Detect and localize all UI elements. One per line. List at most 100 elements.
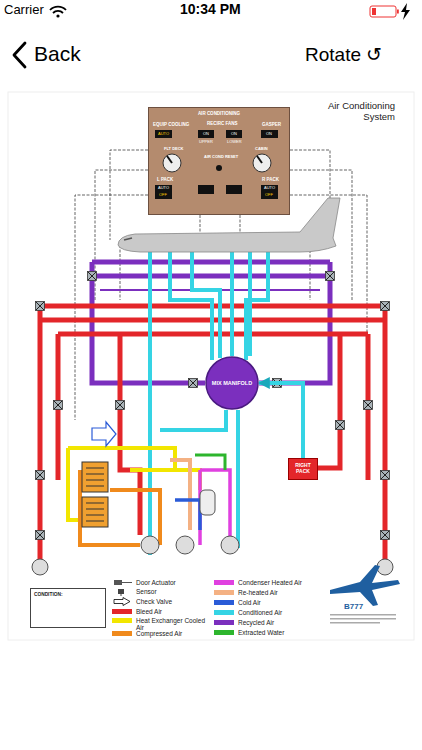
- legend-text: Door Actuator: [136, 579, 210, 586]
- reheated-duct: [170, 460, 190, 530]
- valve-symbol: [381, 302, 390, 311]
- airplane-window: [124, 238, 132, 240]
- fine-print: [330, 614, 396, 616]
- mix-manifold: MIX MANIFOLD: [205, 356, 259, 410]
- text-label: AIR COND RESET: [204, 155, 238, 159]
- legend-text: Compressed Air: [136, 630, 210, 637]
- legend-text: Bleed Air: [136, 608, 210, 615]
- valve-symbol: [326, 272, 335, 281]
- back-chevron: [14, 43, 25, 67]
- conditioned-air-duct: [160, 410, 226, 430]
- pack-box: RIGHT PACK: [288, 458, 318, 480]
- valve-symbol: [273, 379, 282, 388]
- text-label: AUTO: [264, 186, 275, 190]
- wifi-icon: [50, 7, 66, 10]
- push-button: [155, 130, 278, 199]
- legend-symbol: [118, 589, 124, 594]
- legend-swatch: [112, 631, 132, 636]
- text-label: Rotate ↺: [305, 45, 382, 66]
- conditioned-air-duct: [148, 245, 152, 555]
- push-button: [155, 185, 172, 199]
- text-label: AUTO: [158, 132, 169, 136]
- water-duct: [195, 455, 225, 470]
- bleed-air-duct: [38, 306, 43, 560]
- push-button: [198, 185, 214, 194]
- legend-text: Condenser Heated Air: [238, 579, 312, 586]
- node-text: MIX MANIFOLD: [212, 380, 252, 386]
- legend-swatch: [214, 600, 234, 605]
- bleed-air-duct: [383, 306, 388, 560]
- legend-swatch: [214, 620, 234, 625]
- air-cycle-machine: [221, 536, 239, 554]
- conditioned-air-duct: [150, 245, 268, 555]
- text-label: CABIN: [255, 147, 268, 151]
- temp-knob: [253, 154, 271, 172]
- push-button: [261, 185, 278, 199]
- air-cycle-machine: [176, 536, 194, 554]
- ram-air-arrow: [92, 422, 116, 446]
- valve-symbol: [36, 531, 45, 540]
- legend-text: Check Valve: [136, 598, 210, 605]
- condition-box: CONDITION:: [30, 588, 106, 628]
- push-button: [155, 130, 172, 138]
- diagram-sheet: [8, 92, 414, 640]
- bleed-air-duct: [318, 334, 340, 468]
- valve-symbol: [336, 421, 345, 430]
- text-label: LOWER: [227, 140, 242, 144]
- text-label: ON: [203, 132, 209, 136]
- text-label: EQUIP COOLING: [153, 123, 189, 128]
- text-label: FLT DECK: [164, 147, 183, 151]
- legend-symbol: [114, 598, 130, 606]
- text-label: ON: [266, 132, 272, 136]
- node-text: CONDITION:: [34, 592, 63, 598]
- legend-text: Recycled Air: [238, 619, 312, 626]
- legend-swatch: [214, 580, 234, 585]
- bleed-air-duct: [120, 334, 140, 535]
- text-label: Carrier: [4, 3, 44, 17]
- text-label: RECIRC FANS: [207, 122, 238, 127]
- text-label: 10:34 PM: [180, 2, 241, 17]
- water-separator: [200, 490, 215, 515]
- engine-symbol: [32, 559, 393, 575]
- valve-symbol: [189, 379, 198, 388]
- reset-button: [216, 165, 222, 171]
- recycled-air-duct: [92, 260, 330, 265]
- heat-exchanger: [82, 497, 108, 527]
- push-button: [226, 185, 242, 194]
- legend-symbol: [114, 580, 122, 585]
- cold-air-duct: [175, 500, 200, 530]
- control-wire: [200, 215, 201, 232]
- valve-symbol: [364, 401, 373, 410]
- fine-print: [330, 622, 380, 624]
- heat-exchanger: [86, 468, 104, 521]
- condenser-duct: [200, 470, 230, 540]
- battery-icon: [372, 8, 376, 15]
- valve-symbol: [88, 272, 97, 281]
- legend-symbol: [122, 582, 132, 583]
- valve-symbol: [381, 471, 390, 480]
- battery-icon: [397, 10, 399, 14]
- wifi-icon: [50, 7, 66, 18]
- conditioned-air-duct: [236, 410, 240, 548]
- control-wire: [240, 215, 241, 232]
- push-button: [198, 130, 214, 138]
- battery-icon: [370, 3, 410, 20]
- brand-logo: [330, 565, 400, 606]
- legend-text: Sensor: [136, 588, 210, 595]
- text-label: L PACK: [157, 178, 173, 183]
- temp-knob: [163, 154, 271, 172]
- valve-symbol: [36, 302, 45, 311]
- temp-knob: [163, 154, 181, 172]
- legend-text: Heat Exchanger Cooled Air: [136, 617, 210, 631]
- engine-symbol: [32, 559, 48, 575]
- push-button: [226, 130, 242, 138]
- conditioned-air-duct: [246, 245, 268, 360]
- battery-icon: [370, 6, 396, 17]
- legend-symbol: [114, 580, 132, 606]
- node-text: AIR CONDITIONING: [198, 111, 240, 116]
- air-flow-connector: [259, 383, 303, 458]
- legend-text: Extracted Water: [238, 629, 312, 636]
